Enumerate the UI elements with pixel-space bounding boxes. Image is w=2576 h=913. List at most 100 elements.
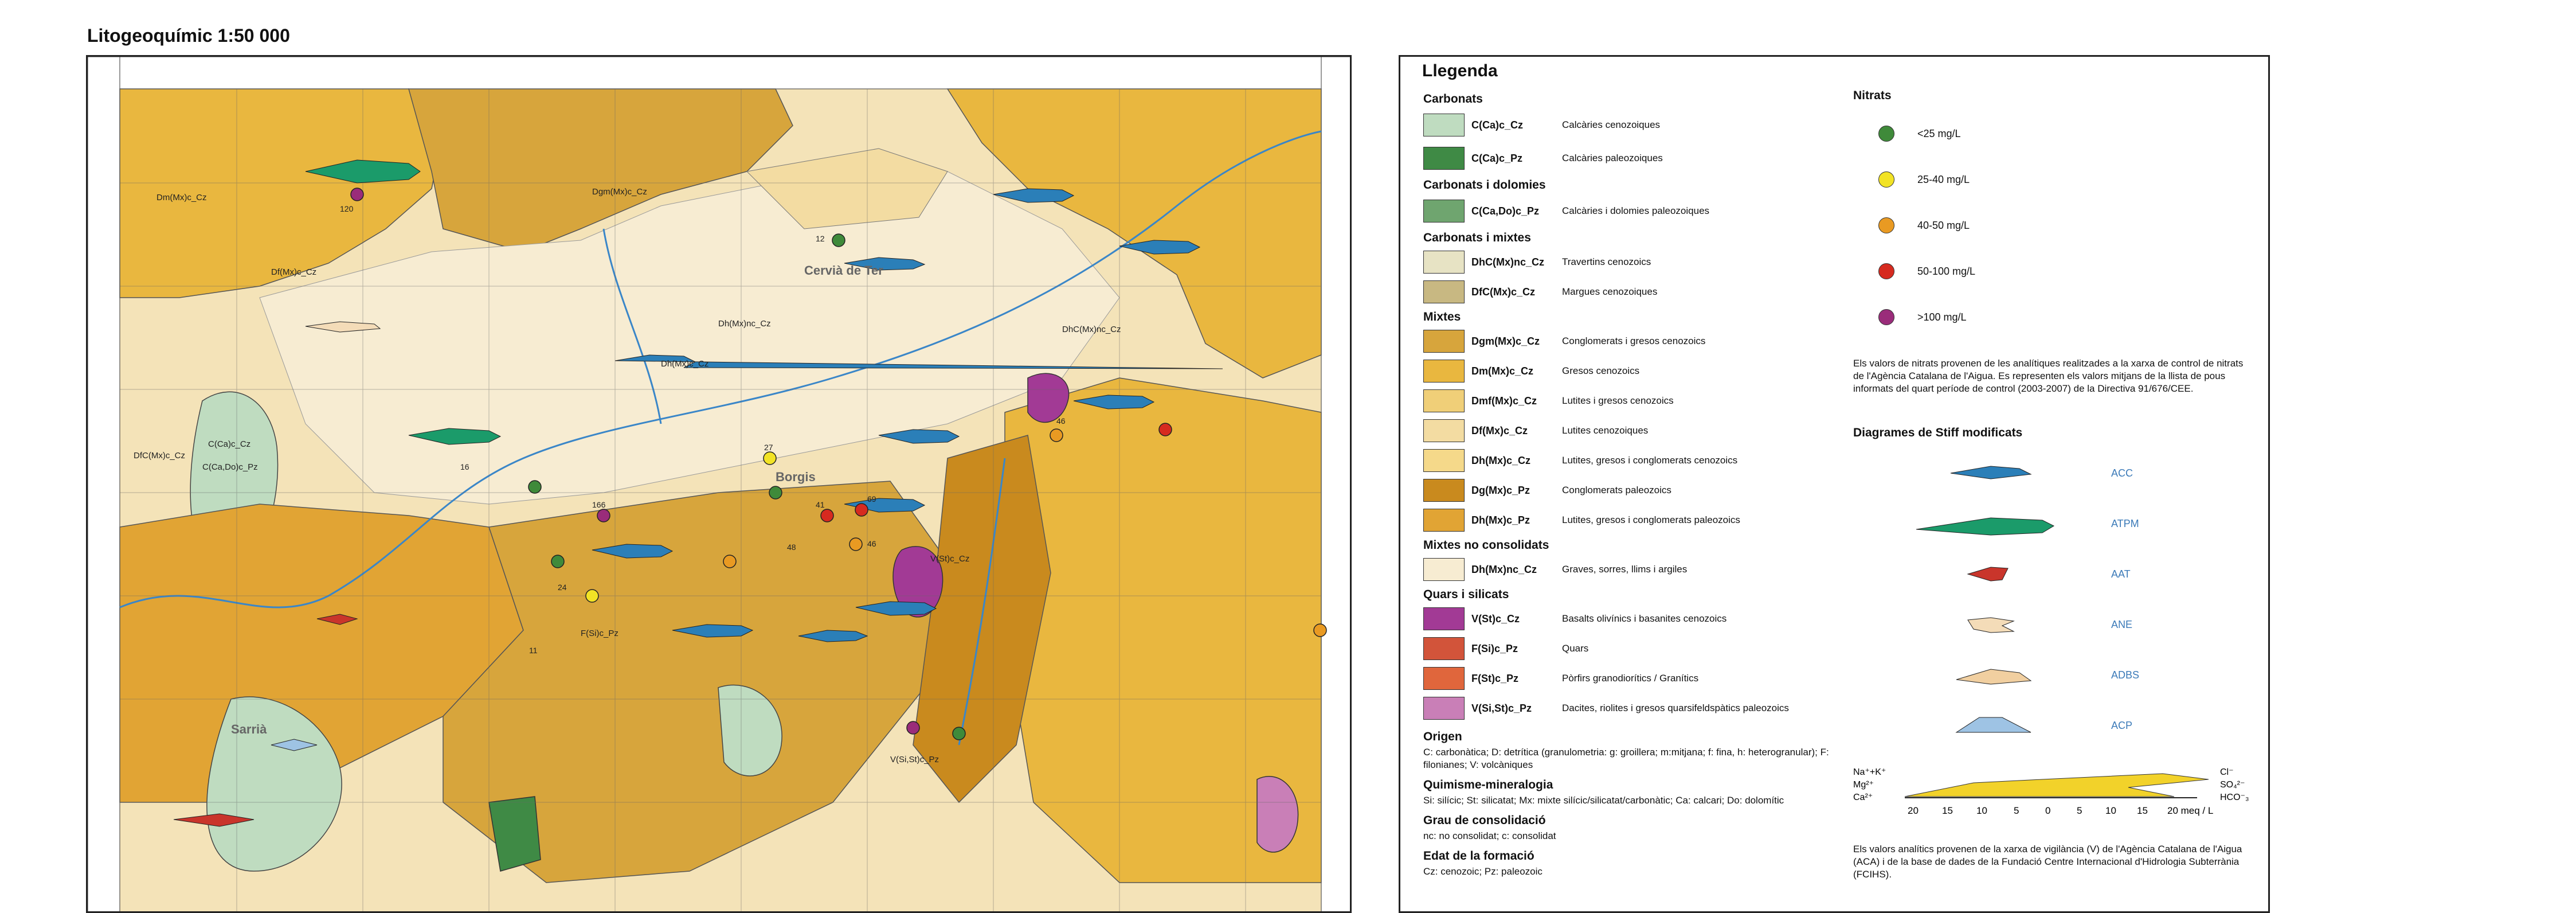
nitrate-stiff-legend: Nitrats <25 mg/L 25-40 mg/L 40-50 mg/L 5…	[1853, 89, 2254, 881]
scale-right-ion: SO₄²⁻	[2220, 780, 2245, 790]
legend-desc: Conglomerats paleozoics	[1562, 485, 1671, 495]
legend-desc: Lutites cenozoiques	[1562, 425, 1649, 436]
nitrate-point	[820, 509, 834, 522]
scale-tick: 15	[2137, 805, 2148, 816]
point-value: 69	[867, 494, 876, 504]
stiff-diagrams	[173, 159, 1223, 827]
nitrate-dot	[1878, 171, 1894, 188]
stiff-acc-11	[592, 544, 674, 559]
legend-swatch	[1423, 558, 1465, 581]
legend-swatch	[1423, 449, 1465, 472]
nitrate-point	[849, 537, 863, 551]
region-dgm-south	[443, 481, 948, 883]
point-value: 41	[816, 500, 825, 509]
river-tributary-1	[602, 228, 662, 424]
legend-section-title: Edat de la formació	[1423, 849, 1534, 863]
nitrate-dot	[1878, 263, 1894, 279]
legend-desc: Calcàries i dolomies paleozoiques	[1562, 205, 1710, 216]
legend-code: C(Ca,Do)c_Pz	[1471, 205, 1540, 217]
stiff-acc-1	[844, 257, 926, 271]
region-carbonate-sarria	[206, 696, 342, 872]
map-unit-label: C(Ca,Do)c_Pz	[202, 462, 258, 472]
legend-item: F(St)c_Pz Pòrfirs granodiorítics / Graní…	[1423, 664, 1859, 693]
stiff-label: ADBS	[2111, 669, 2140, 681]
nitrate-point	[832, 233, 845, 247]
scale-left-ion: Ca²⁺	[1853, 793, 1873, 802]
scale-tick: 10	[1976, 805, 1987, 816]
legend-swatch	[1423, 251, 1465, 274]
stiff-shape-icon	[1956, 669, 2032, 685]
map-unit-label: V(Si,St)c_Pz	[890, 755, 939, 764]
legend-item: Dmf(Mx)c_Cz Lutites i gresos cenozoics	[1423, 386, 1859, 416]
nitrate-label: 25-40 mg/L	[1917, 173, 1970, 185]
region-dgm-north	[408, 88, 793, 252]
legend-item: C(Ca,Do)c_Pz Calcàries i dolomies paleoz…	[1423, 194, 1859, 228]
rivers	[119, 130, 1322, 746]
stiff-legend-item: ACC	[1853, 448, 2254, 498]
legend-swatch	[1423, 509, 1465, 532]
legend-group-title: Quars i silicats	[1423, 588, 1509, 601]
nitrate-label: 50-100 mg/L	[1917, 265, 1976, 277]
nitrate-point	[906, 721, 920, 735]
scale-tick: 20 meq / L	[2167, 805, 2213, 816]
legend-code: C(Ca)c_Pz	[1471, 152, 1523, 164]
legend-group-title: Mixtes	[1423, 310, 1461, 323]
stiff-aat-2	[173, 813, 255, 827]
nitrate-points	[350, 188, 1327, 740]
legend-title: Llegenda	[1422, 61, 1498, 80]
map-panel[interactable]: Dh(Mx)c_Cz Dgm(Mx)c_Cz Dm(Mx)c_Cz Df(Mx)…	[86, 55, 1352, 913]
map-unit-label: Df(Mx)c_Cz	[271, 267, 316, 277]
legend-swatch	[1423, 114, 1465, 136]
region-carbonate-south	[718, 684, 782, 777]
legend-section-title: Quimisme-mineralogia	[1423, 778, 1553, 791]
nitrate-dot	[1878, 309, 1894, 325]
map-canvas[interactable]: Dh(Mx)c_Cz Dgm(Mx)c_Cz Dm(Mx)c_Cz Df(Mx)…	[88, 57, 1352, 913]
point-value: 120	[340, 204, 354, 213]
legend-item: Dh(Mx)c_Cz Lutites, gresos i conglomerat…	[1423, 446, 1859, 475]
stiff-atpm-1	[305, 159, 421, 184]
nitrate-legend-item: 40-50 mg/L	[1853, 202, 2254, 248]
region-basalt-3	[1256, 776, 1299, 853]
nitrates-title: Nitrats	[1853, 89, 1892, 102]
legend-code: DfC(Mx)c_Cz	[1471, 286, 1536, 298]
legend-desc: Lutites, gresos i conglomerats cenozoics	[1562, 455, 1738, 466]
page-title: Litogeoquímic 1:50 000	[87, 25, 290, 46]
legend-code: Dm(Mx)c_Cz	[1471, 365, 1534, 377]
legend-desc: Calcàries cenozoiques	[1562, 119, 1661, 130]
map-place-names: Cervià de Ter Borgis Sarrià	[231, 263, 883, 736]
point-value: 27	[764, 443, 773, 452]
legend-item: Dh(Mx)nc_Cz Graves, sorres, llims i argi…	[1423, 555, 1859, 584]
legend-code: DhC(Mx)nc_Cz	[1471, 256, 1545, 268]
scale-tick: 0	[2045, 805, 2050, 816]
region-basalt-2	[1027, 373, 1070, 423]
stiff-acc-10	[672, 624, 754, 638]
legend-code: Dh(Mx)c_Pz	[1471, 514, 1530, 526]
legend-code: Dh(Mx)c_Cz	[1471, 454, 1531, 466]
point-value: 11	[529, 646, 538, 655]
legend-code: Df(Mx)c_Cz	[1471, 424, 1528, 436]
legend-desc: Conglomerats i gresos cenozoics	[1562, 335, 1706, 346]
stiff-label: ACC	[2111, 467, 2133, 479]
nitrate-dot	[1878, 217, 1894, 233]
nitrate-point	[350, 188, 364, 201]
nitrate-point	[855, 503, 868, 517]
nitrate-legend-item: >100 mg/L	[1853, 294, 2254, 340]
legend-section-title: Origen	[1423, 730, 1462, 743]
legend-item: V(St)c_Cz Basalts olivínics i basanites …	[1423, 604, 1859, 634]
point-value: 48	[787, 543, 796, 552]
nitrate-point	[723, 555, 737, 568]
legend-swatch	[1423, 479, 1465, 502]
scale-left-ion: Na⁺+K⁺	[1853, 767, 1886, 777]
stiff-label: ANE	[2111, 618, 2133, 630]
nitrate-point	[551, 555, 565, 568]
river-tributary-2	[958, 458, 1006, 746]
map-unit-labels: Dh(Mx)c_Cz Dgm(Mx)c_Cz Dm(Mx)c_Cz Df(Mx)…	[134, 187, 1121, 764]
map-unit-label: DhC(Mx)nc_Cz	[1062, 325, 1121, 334]
legend-swatch	[1423, 360, 1465, 383]
stiff-acc-9	[798, 630, 868, 642]
stiff-acp-1	[271, 739, 318, 751]
legend-desc: Dacites, riolites i gresos quarsifeldspà…	[1562, 703, 1789, 713]
map-border-top	[88, 57, 1350, 89]
legend-desc: Calcàries paleozoiques	[1562, 153, 1663, 163]
legend-section-text: nc: no consolidat; c: consolidat	[1423, 830, 1556, 841]
